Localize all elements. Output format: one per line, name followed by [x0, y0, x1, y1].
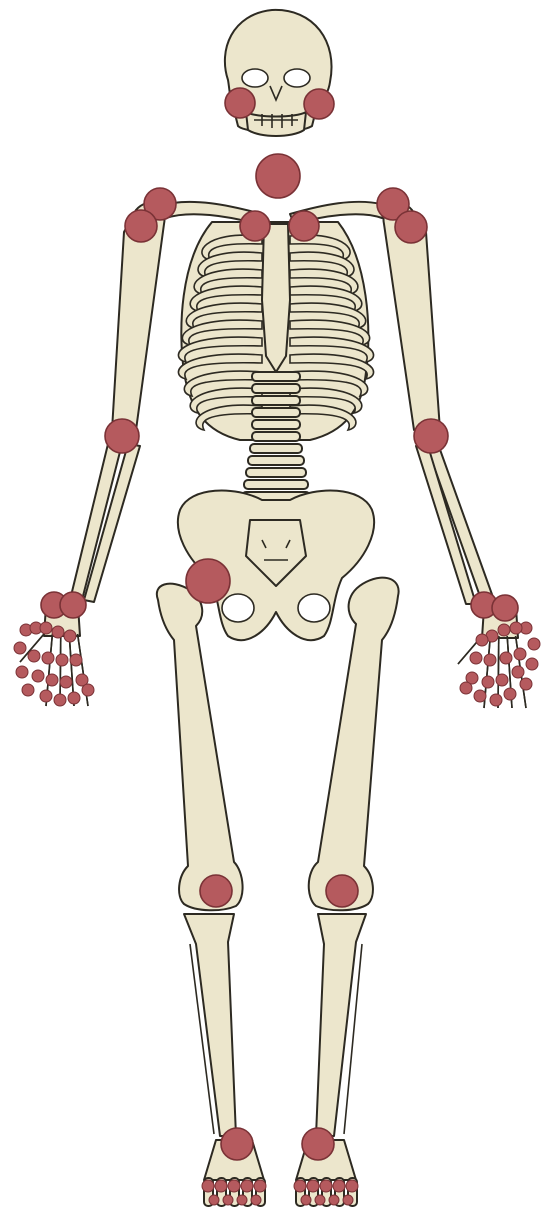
hand-joint-right	[528, 638, 540, 650]
toe-joint-left-distal	[223, 1195, 233, 1205]
elbow-joint-left	[105, 419, 139, 453]
hand-joint-left	[56, 654, 68, 666]
vertebra	[252, 384, 300, 393]
ankle-joint-right	[302, 1128, 334, 1160]
toe-joint-left-distal	[237, 1195, 247, 1205]
neck-joint	[256, 154, 300, 198]
jaw-joint-left	[225, 88, 255, 118]
hand-joint-left	[28, 650, 40, 662]
hand-joint-left	[42, 652, 54, 664]
toe-joint-left	[254, 1180, 266, 1192]
toe-joint-right	[320, 1180, 332, 1192]
hand-joint-right	[496, 674, 508, 686]
vertebra	[248, 456, 304, 465]
hand-joint-right	[500, 652, 512, 664]
sternum	[262, 224, 290, 372]
toe-joint-right	[307, 1180, 319, 1192]
hand-joint-left	[64, 630, 76, 642]
vertebra	[252, 396, 300, 405]
hand-joint-left	[82, 684, 94, 696]
shoulder-joint-right-lower	[395, 211, 427, 243]
hand-joint-right	[484, 654, 496, 666]
hand-joint-left	[70, 654, 82, 666]
shoulder-joint-left-lower	[125, 210, 157, 242]
spine	[242, 372, 310, 501]
hand-joint-right	[512, 666, 524, 678]
vertebra	[244, 480, 308, 489]
clavicles	[160, 202, 388, 224]
toe-joint-right-distal	[329, 1195, 339, 1205]
tibia-right	[316, 914, 366, 1136]
toe-joint-right-distal	[301, 1195, 311, 1205]
hand-joint-right	[460, 682, 472, 694]
vertebra	[252, 372, 300, 381]
sternoclavicular-joint-right	[289, 211, 319, 241]
toe-joint-left	[241, 1180, 253, 1192]
toe-joint-right-distal	[343, 1195, 353, 1205]
hand-joint-left	[68, 692, 80, 704]
hand-joint-right	[482, 676, 494, 688]
toe-joint-left-distal	[251, 1195, 261, 1205]
hand-joint-right	[498, 624, 510, 636]
hand-joint-left	[40, 690, 52, 702]
vertebra	[246, 468, 306, 477]
ankle-joint-left	[221, 1128, 253, 1160]
toe-joint-left	[215, 1180, 227, 1192]
hand-joint-left	[54, 694, 66, 706]
hand-joint-right	[510, 622, 522, 634]
hip-joint	[186, 559, 230, 603]
left-leg	[157, 584, 243, 1136]
vertebra	[252, 420, 300, 429]
hand-joint-left	[46, 674, 58, 686]
hand-joint-right	[504, 688, 516, 700]
toe-joint-right-distal	[315, 1195, 325, 1205]
knee-joint-left	[200, 875, 232, 907]
vertebra	[250, 444, 302, 453]
toe-joint-left	[228, 1180, 240, 1192]
toe-joint-right	[346, 1180, 358, 1192]
sternoclavicular-joint-left	[240, 211, 270, 241]
elbow-joint-right	[414, 419, 448, 453]
hand-joint-right	[526, 658, 538, 670]
right-leg	[309, 578, 399, 1136]
hand-joint-right	[476, 634, 488, 646]
hand-joint-left	[32, 670, 44, 682]
hand-joint-right	[470, 652, 482, 664]
hand-joint-left	[40, 622, 52, 634]
toe-joint-left-distal	[209, 1195, 219, 1205]
wrist-joint-right-b	[492, 595, 518, 621]
hand-joint-right	[490, 694, 502, 706]
hand-joint-left	[52, 626, 64, 638]
vertebra	[252, 432, 300, 441]
hand-joint-right	[474, 690, 486, 702]
vertebra	[252, 408, 300, 417]
hand-joint-left	[14, 642, 26, 654]
left-arm	[70, 203, 165, 602]
right-arm	[383, 203, 494, 604]
toe-joint-left	[202, 1180, 214, 1192]
hand-joint-left	[60, 676, 72, 688]
toe-joint-right	[294, 1180, 306, 1192]
hand-joint-right	[520, 678, 532, 690]
toe-joint-right	[333, 1180, 345, 1192]
hand-joint-left	[16, 666, 28, 678]
knee-joint-right	[326, 875, 358, 907]
hand-joint-right	[514, 648, 526, 660]
jaw-joint-right	[304, 89, 334, 119]
hand-joint-left	[22, 684, 34, 696]
wrist-joint-left-b	[60, 592, 86, 618]
